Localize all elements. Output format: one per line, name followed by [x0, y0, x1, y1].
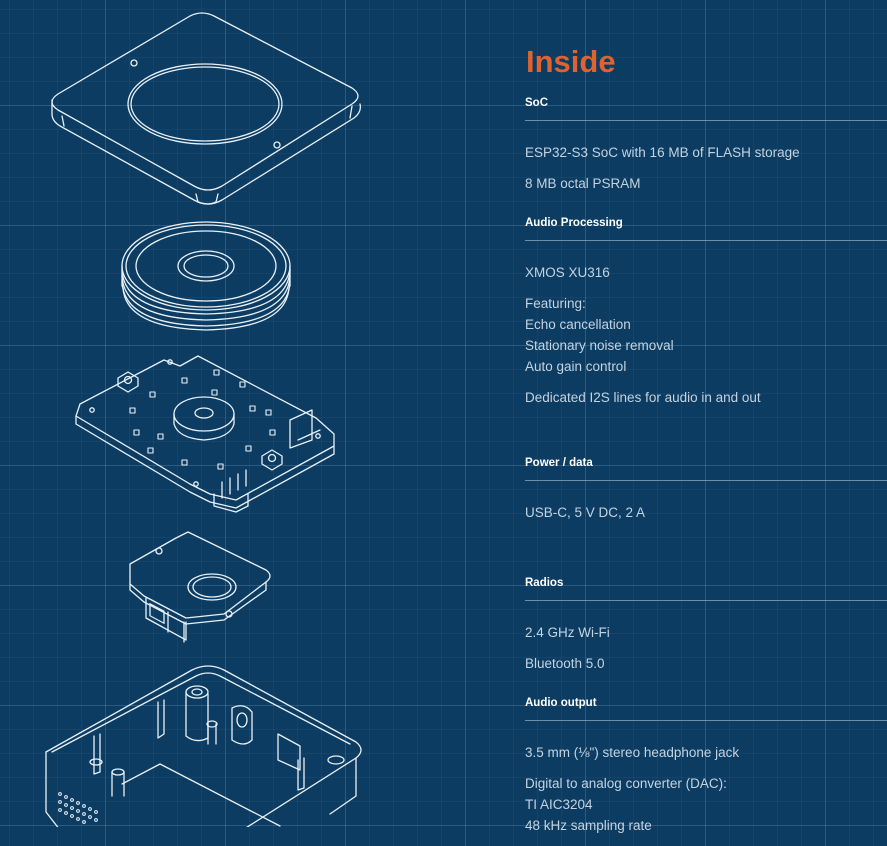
spec-item: Bluetooth 5.0	[525, 656, 605, 671]
spec-heading: Audio Processing	[525, 216, 887, 241]
spec-item: 8 MB octal PSRAM	[525, 176, 641, 191]
spec-heading: Audio output	[525, 696, 887, 721]
spec-heading: SoC	[525, 96, 887, 121]
section-title: Inside	[526, 44, 616, 79]
speaker-driver	[121, 221, 291, 331]
spec-section-audio-output: Audio output 3.5 mm (⅛") stereo headphon…	[525, 696, 887, 846]
microphone-bracket	[129, 531, 271, 643]
exploded-view-illustration	[0, 0, 420, 827]
spec-item: 3.5 mm (⅛") stereo headphone jack	[525, 745, 740, 760]
top-cover-plate	[51, 12, 362, 205]
spec-item: ESP32-S3 SoC with 16 MB of FLASH storage	[525, 145, 800, 160]
spec-section-audio-processing: Audio Processing XMOS XU316 Featuring: E…	[525, 216, 887, 418]
spec-item: Featuring: Echo cancellation Stationary …	[525, 296, 674, 374]
spec-section-radios: Radios 2.4 GHz Wi-Fi Bluetooth 5.0	[525, 576, 887, 684]
spec-item: XMOS XU316	[525, 265, 610, 280]
inside-specs-panel: Inside SoC ESP32-S3 SoC with 16 MB of FL…	[525, 0, 887, 833]
spec-heading: Radios	[525, 576, 887, 601]
circuit-board	[75, 355, 335, 513]
spec-item: 2.4 GHz Wi-Fi	[525, 625, 610, 640]
spec-heading: Power / data	[525, 456, 887, 481]
bottom-housing	[45, 665, 362, 827]
spec-item: USB-C, 5 V DC, 2 A	[525, 505, 646, 520]
exploded-device-diagram-icon	[45, 12, 362, 827]
spec-item: Dedicated I2S lines for audio in and out	[525, 390, 761, 405]
spec-section-soc: SoC ESP32-S3 SoC with 16 MB of FLASH sto…	[525, 96, 887, 204]
spec-section-power-data: Power / data USB-C, 5 V DC, 2 A	[525, 456, 887, 533]
